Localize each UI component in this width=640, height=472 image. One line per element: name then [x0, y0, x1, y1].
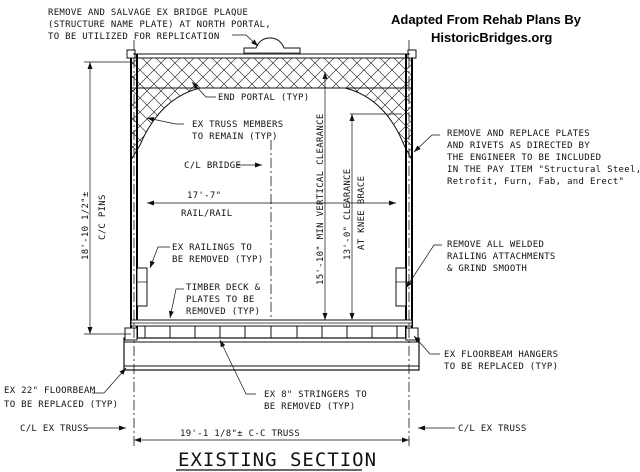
rail-dimension: 17'-7" RAIL/RAIL	[147, 191, 396, 219]
title-text: EXISTING SECTION	[178, 449, 377, 471]
plates-rivets-line-5: Retrofit, Furn, Fab, and Erect"	[447, 177, 624, 187]
welded-line-2: RAILING ATTACHMENTS	[447, 252, 556, 262]
floorbeam	[123, 327, 420, 371]
rail-dimension-value: 17'-7"	[187, 191, 221, 201]
hangers-line-2: TO BE REPLACED (TYP)	[444, 362, 558, 372]
cl-bridge-label: C/L BRIDGE	[184, 161, 241, 171]
stringers-line-1: EX 8" STRINGERS TO	[264, 390, 367, 400]
note-end-portal: END PORTAL (TYP)	[191, 81, 310, 103]
pins-dimension: 18'-10 1/2"± C/C PINS	[81, 61, 131, 335]
vertical-clearance-value: 15'-10" MIN VERTICAL CLEARANCE	[316, 113, 326, 285]
note-hangers: EX FLOORBEAM HANGERS TO BE REPLACED (TYP…	[413, 335, 558, 372]
plaque-note-line-3: TO BE UTILIZED FOR REPLICATION	[48, 32, 220, 42]
note-stringers: EX 8" STRINGERS TO BE REMOVED (TYP)	[219, 339, 367, 412]
stringers	[144, 326, 398, 338]
end-portal	[127, 53, 416, 162]
knee-clearance-value: 13'-0" CLEARANCE	[343, 169, 353, 261]
rail-dimension-label: RAIL/RAIL	[181, 209, 232, 219]
note-floorbeam: EX 22" FLOORBEAM TO BE REPLACED (TYP)	[4, 367, 127, 410]
knee-clearance-label: AT KNEE BRACE	[357, 176, 367, 250]
truss-members-line-2: TO REMAIN (TYP)	[192, 132, 278, 142]
plaque-note-line-2: (STRUCTURE NAME PLATE) AT NORTH PORTAL,	[48, 20, 271, 30]
plates-rivets-line-4: IN THE PAY ITEM "Structural Steel,	[447, 165, 640, 175]
timber-deck	[130, 319, 413, 327]
knee-clearance-dimension: 13'-0" CLEARANCE AT KNEE BRACE	[343, 113, 402, 320]
plaque-note: REMOVE AND SALVAGE EX BRIDGE PLAQUE (STR…	[48, 8, 271, 47]
note-timber-deck: TIMBER DECK & PLATES TO BE REMOVED (TYP)	[168, 283, 261, 319]
timber-deck-line-2: PLATES TO BE	[186, 295, 255, 305]
truss-cc-value: 19'-1 1/8"± C-C TRUSS	[180, 429, 300, 439]
railings-line-2: BE REMOVED (TYP)	[172, 255, 264, 265]
floorbeam-line-2: TO BE REPLACED (TYP)	[4, 400, 118, 410]
note-railings: EX RAILINGS TO BE REMOVED (TYP)	[149, 243, 264, 269]
note-welded: REMOVE ALL WELDED RAILING ATTACHMENTS & …	[405, 240, 556, 289]
drawing-title: EXISTING SECTION	[176, 449, 377, 471]
end-portal-label: END PORTAL (TYP)	[218, 93, 310, 103]
note-cl-bridge: C/L BRIDGE	[184, 161, 262, 171]
plates-rivets-line-3: THE ENGINEER TO BE INCLUDED	[447, 153, 601, 163]
credit-line-2: HistoricBridges.org	[431, 30, 552, 45]
cl-truss-left: C/L EX TRUSS	[20, 424, 89, 434]
pins-dimension-label: C/C PINS	[98, 194, 108, 240]
truss-members-line-1: EX TRUSS MEMBERS	[192, 120, 284, 130]
timber-deck-line-1: TIMBER DECK &	[186, 283, 261, 293]
note-truss-members: EX TRUSS MEMBERS TO REMAIN (TYP)	[146, 116, 284, 142]
railings	[136, 267, 407, 307]
hangers-line-1: EX FLOORBEAM HANGERS	[444, 350, 558, 360]
vertical-clearance-dimension: 15'-10" MIN VERTICAL CLEARANCE	[316, 72, 328, 320]
plaque-note-line-1: REMOVE AND SALVAGE EX BRIDGE PLAQUE	[48, 8, 248, 18]
truss-cc-dimension: 19'-1 1/8"± C-C TRUSS C/L EX TRUSS C/L E…	[20, 424, 527, 443]
bridge-plaque	[243, 37, 301, 58]
welded-line-1: REMOVE ALL WELDED	[447, 240, 544, 250]
centerlines	[133, 40, 410, 446]
timber-deck-line-3: REMOVED (TYP)	[186, 307, 260, 317]
stringers-line-2: BE REMOVED (TYP)	[264, 402, 356, 412]
welded-line-3: & GRIND SMOOTH	[447, 264, 527, 274]
plates-rivets-line-1: REMOVE AND REPLACE PLATES	[447, 129, 590, 139]
plates-rivets-line-2: AND RIVETS AS DIRECTED BY	[447, 141, 590, 151]
pins-dimension-value: 18'-10 1/2"±	[81, 191, 91, 260]
cl-truss-right: C/L EX TRUSS	[458, 424, 527, 434]
railings-line-1: EX RAILINGS TO	[172, 243, 252, 253]
floorbeam-line-1: EX 22" FLOORBEAM	[4, 386, 96, 396]
credit-line-1: Adapted From Rehab Plans By	[391, 12, 582, 27]
note-plates-rivets: REMOVE AND REPLACE PLATES AND RIVETS AS …	[413, 129, 640, 187]
